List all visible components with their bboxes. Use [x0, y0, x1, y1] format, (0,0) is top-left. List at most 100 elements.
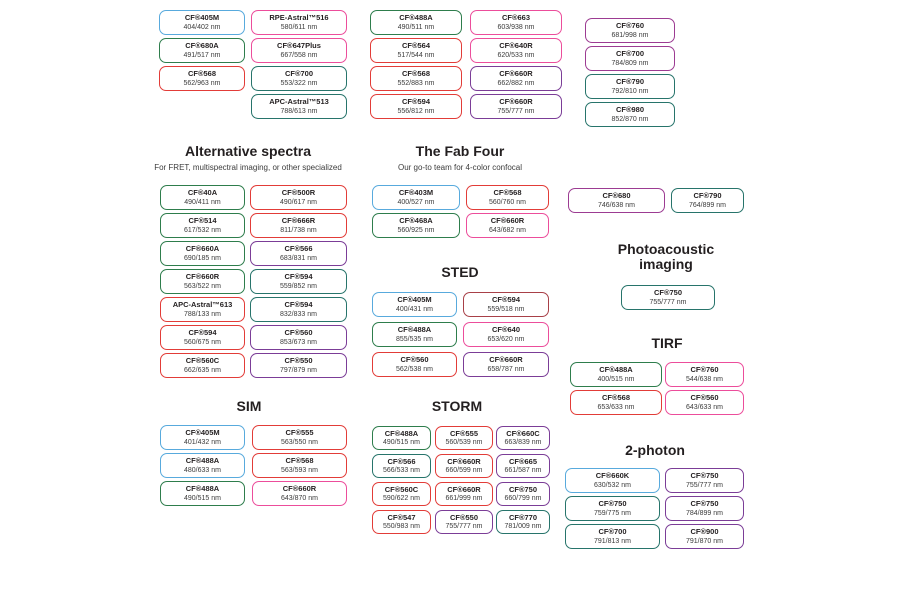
- dye-ex-em-wavelengths: 667/558 nm: [280, 51, 318, 59]
- dye-ex-em-wavelengths: 643/870 nm: [281, 494, 318, 502]
- dye-ex-em-wavelengths: 404/402 nm: [183, 23, 221, 31]
- dye-ex-em-wavelengths: 559/852 nm: [280, 282, 317, 290]
- dye-name: CF®488A: [399, 13, 433, 23]
- dye-ex-em-wavelengths: 792/810 nm: [611, 87, 649, 95]
- dye-ex-em-wavelengths: 544/638 nm: [686, 375, 723, 383]
- dye-ex-em-wavelengths: 791/870 nm: [686, 537, 723, 545]
- dye-name: CF®560C: [185, 356, 220, 366]
- dye-ex-em-wavelengths: 580/611 nm: [280, 23, 318, 31]
- dye-name: CF®680: [602, 191, 631, 201]
- dye-name: CF®514: [188, 216, 217, 226]
- dye-ex-em-wavelengths: 400/431 nm: [396, 305, 433, 313]
- dye-name: CF®550: [449, 512, 479, 522]
- dye-ex-em-wavelengths: 556/812 nm: [397, 107, 435, 115]
- dye-ex-em-wavelengths: 517/544 nm: [397, 51, 435, 59]
- dye-ex-em-wavelengths: 553/322 nm: [280, 79, 318, 87]
- dye-name: CF®647Plus: [277, 41, 321, 51]
- dye-name: CF®660R: [489, 355, 523, 365]
- dye-ex-em-wavelengths: 660/799 nm: [504, 495, 542, 503]
- dye-ex-em-wavelengths: 852/870 nm: [611, 115, 649, 123]
- dye-ex-em-wavelengths: 560/539 nm: [445, 439, 483, 447]
- dye-ex-em-wavelengths: 562/963 nm: [183, 79, 221, 87]
- dye-name: CF®594: [188, 328, 217, 338]
- dye-name: CF®680A: [185, 41, 219, 51]
- dye-name: CF®568: [601, 393, 631, 403]
- dye-name: CF®560C: [384, 484, 419, 494]
- dye-name: CF®568: [401, 69, 431, 79]
- dye-name: CF®488A: [185, 484, 220, 494]
- dye-name: CF®980: [615, 105, 645, 115]
- dye-ex-em-wavelengths: 788/133 nm: [184, 310, 221, 318]
- dye-name: CF®403M: [398, 188, 434, 198]
- dye-name: CF®660R: [499, 69, 533, 79]
- dye-ex-em-wavelengths: 661/999 nm: [445, 495, 483, 503]
- dye-ex-em-wavelengths: 643/633 nm: [686, 403, 723, 411]
- dye-ex-em-wavelengths: 653/620 nm: [487, 335, 525, 343]
- dye-name: CF®640R: [499, 41, 533, 51]
- dye-ex-em-wavelengths: 480/633 nm: [184, 466, 221, 474]
- dye-name: CF®666R: [281, 216, 316, 226]
- dye-name: CF®660R: [447, 456, 481, 466]
- dye-name: CF®750: [690, 499, 719, 509]
- dye-ex-em-wavelengths: 797/879 nm: [280, 366, 317, 374]
- dye-ex-em-wavelengths: 560/675 nm: [184, 338, 221, 346]
- dye-name: CF®660R: [282, 484, 317, 494]
- dye-ex-em-wavelengths: 759/775 nm: [594, 509, 631, 517]
- dye-ex-em-wavelengths: 791/813 nm: [594, 537, 631, 545]
- dye-name: CF®405M: [184, 13, 220, 23]
- dye-ex-em-wavelengths: 603/938 nm: [497, 23, 535, 31]
- section-title-two-photon: 2-photon: [625, 442, 685, 458]
- dye-name: CF®660R: [185, 272, 220, 282]
- dye-name: CF®750: [653, 288, 683, 298]
- dye-name: CF®660R: [447, 484, 481, 494]
- dye-name: CF®700: [284, 69, 314, 79]
- dye-ex-em-wavelengths: 764/899 nm: [689, 201, 726, 209]
- dye-ex-em-wavelengths: 832/833 nm: [280, 310, 317, 318]
- dye-name: CF®594: [284, 300, 313, 310]
- dye-name: CF®660A: [185, 244, 220, 254]
- dye-ex-em-wavelengths: 563/593 nm: [281, 466, 318, 474]
- dye-ex-em-wavelengths: 662/635 nm: [184, 366, 221, 374]
- dye-name: CF®660R: [499, 97, 533, 107]
- dye-ex-em-wavelengths: 658/787 nm: [487, 365, 525, 373]
